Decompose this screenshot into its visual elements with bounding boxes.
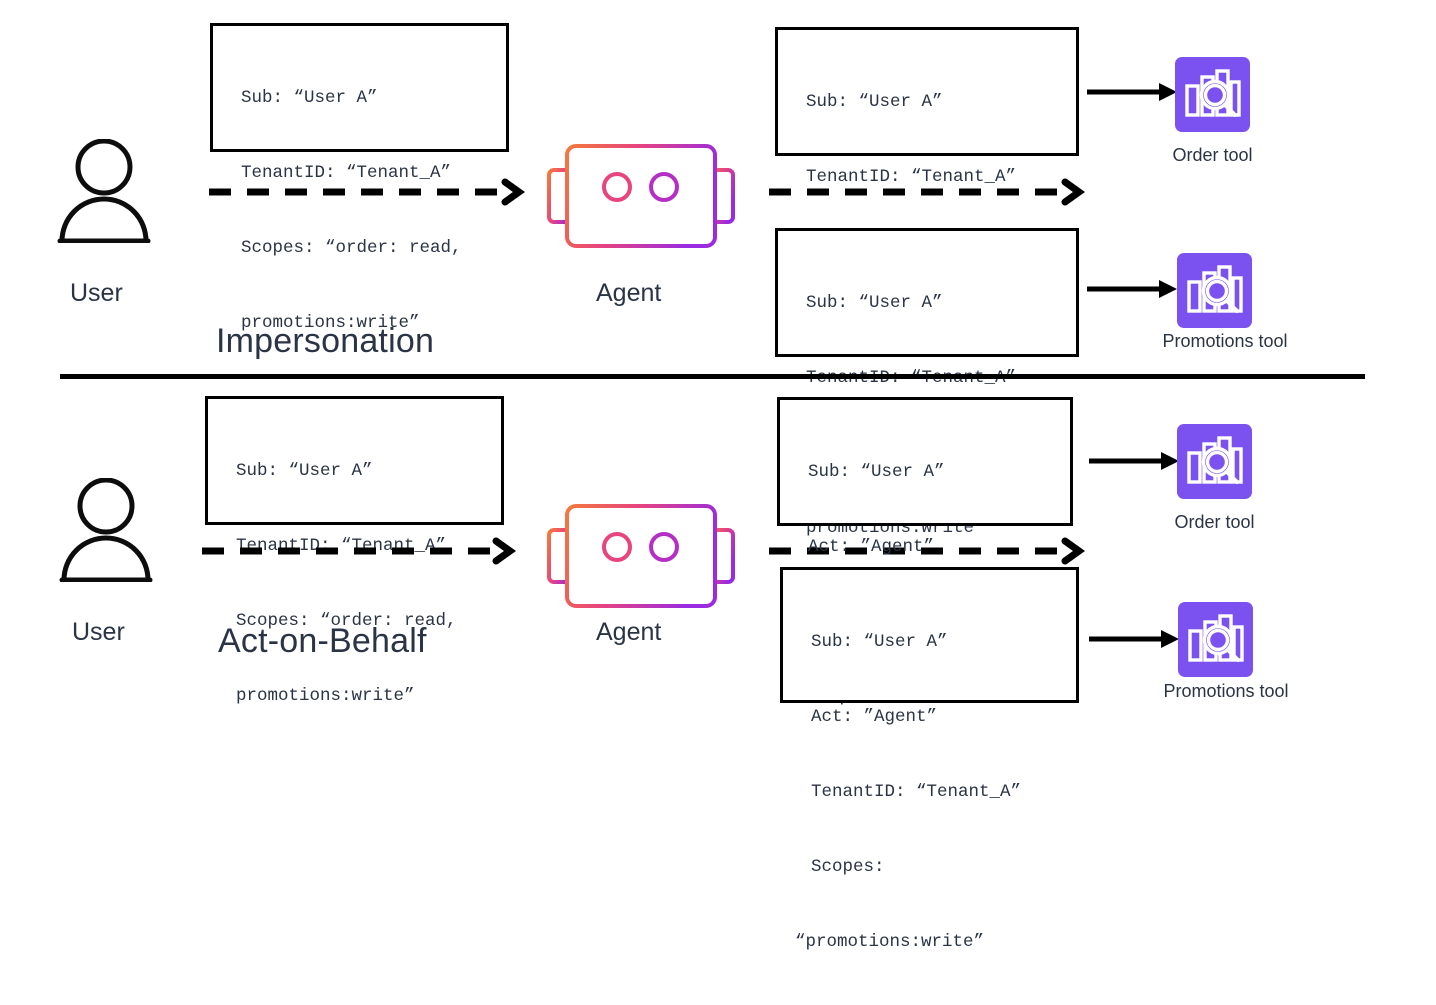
solid-arrow-icon xyxy=(1087,83,1177,101)
token-line: Sub: “User A” xyxy=(808,462,945,482)
chart-search-icon xyxy=(1188,614,1244,662)
agent-label: Agent xyxy=(596,618,662,646)
token-box-impersonation-agent-to-order: Sub: “User A” TenantID: “Tenant_A” Scope… xyxy=(775,27,1079,337)
token-box-actonbehalf-agent-to-order: Sub: “User A” Act: ”Agent” TenantID: “Te… xyxy=(777,397,1073,707)
token-line: Scopes: xyxy=(811,857,885,877)
robot-icon xyxy=(547,144,735,248)
token-line: “promotions:write” xyxy=(795,932,985,952)
token-line: TenantID: “Tenant_A” xyxy=(806,167,1017,187)
tool-label-promotions: Promotions tool xyxy=(1163,681,1289,701)
solid-arrow-icon xyxy=(1087,280,1177,298)
token-line: Scopes: “order: read, xyxy=(236,611,457,631)
solid-arrow-icon xyxy=(1089,630,1179,648)
token-line: TenantID: “Tenant_A” xyxy=(241,163,452,183)
tool-tile-order xyxy=(1175,57,1250,132)
token-line: Scopes: “order: read, xyxy=(241,238,462,258)
agent-label: Agent xyxy=(596,279,662,307)
tool-label-promotions: Promotions tool xyxy=(1162,331,1288,351)
solid-arrow-icon xyxy=(1089,452,1179,470)
chart-search-icon xyxy=(1187,265,1243,313)
section-divider xyxy=(60,374,1365,379)
section-title-act-on-behalf: Act-on-Behalf xyxy=(218,622,427,660)
token-line: Sub: “User A” xyxy=(811,632,948,652)
dashed-arrow-icon xyxy=(769,178,1086,206)
token-line: TenantID: “Tenant_A” xyxy=(811,782,1022,802)
token-box-impersonation-user-to-agent: Sub: “User A” TenantID: “Tenant_A” Scope… xyxy=(210,23,509,333)
dashed-arrow-icon xyxy=(769,537,1086,565)
token-box-actonbehalf-agent-to-promotions: Sub: “User A” Act: ”Agent” TenantID: “Te… xyxy=(780,567,1079,952)
user-icon xyxy=(57,139,151,243)
chart-search-icon xyxy=(1185,69,1241,117)
token-line: Sub: “User A” xyxy=(806,293,943,313)
section-title-impersonation: Impersonation xyxy=(216,322,435,360)
tool-tile-promotions xyxy=(1177,253,1252,328)
tool-tile-order xyxy=(1177,424,1252,499)
token-line: promotions:write” xyxy=(236,686,415,706)
token-box-impersonation-agent-to-promotions: Sub: “User A” TenantID: “Tenant_A” Scope… xyxy=(775,228,1079,538)
dashed-arrow-icon xyxy=(209,178,526,206)
tool-label-order: Order tool xyxy=(1174,512,1255,532)
dashed-arrow-icon xyxy=(202,537,517,565)
token-line: Sub: “User A” xyxy=(236,461,373,481)
token-line: promotions:write” xyxy=(241,313,420,333)
chart-search-icon xyxy=(1187,436,1243,484)
token-line: Act: ”Agent” xyxy=(811,707,938,727)
diagram-canvas: User Sub: “User A” TenantID: “Tenant_A” … xyxy=(57,23,1365,952)
user-icon xyxy=(59,478,153,582)
user-label: User xyxy=(70,279,123,307)
robot-icon xyxy=(547,504,735,608)
token-box-actonbehalf-user-to-agent: Sub: “User A” TenantID: “Tenant_A” Scope… xyxy=(205,396,504,706)
token-line: Sub: “User A” xyxy=(806,92,943,112)
tool-tile-promotions xyxy=(1178,602,1253,677)
tool-label-order: Order tool xyxy=(1172,145,1253,165)
user-label: User xyxy=(72,618,125,646)
token-line: Sub: “User A” xyxy=(241,88,378,108)
token-line: Act: ”Agent” xyxy=(808,537,935,557)
